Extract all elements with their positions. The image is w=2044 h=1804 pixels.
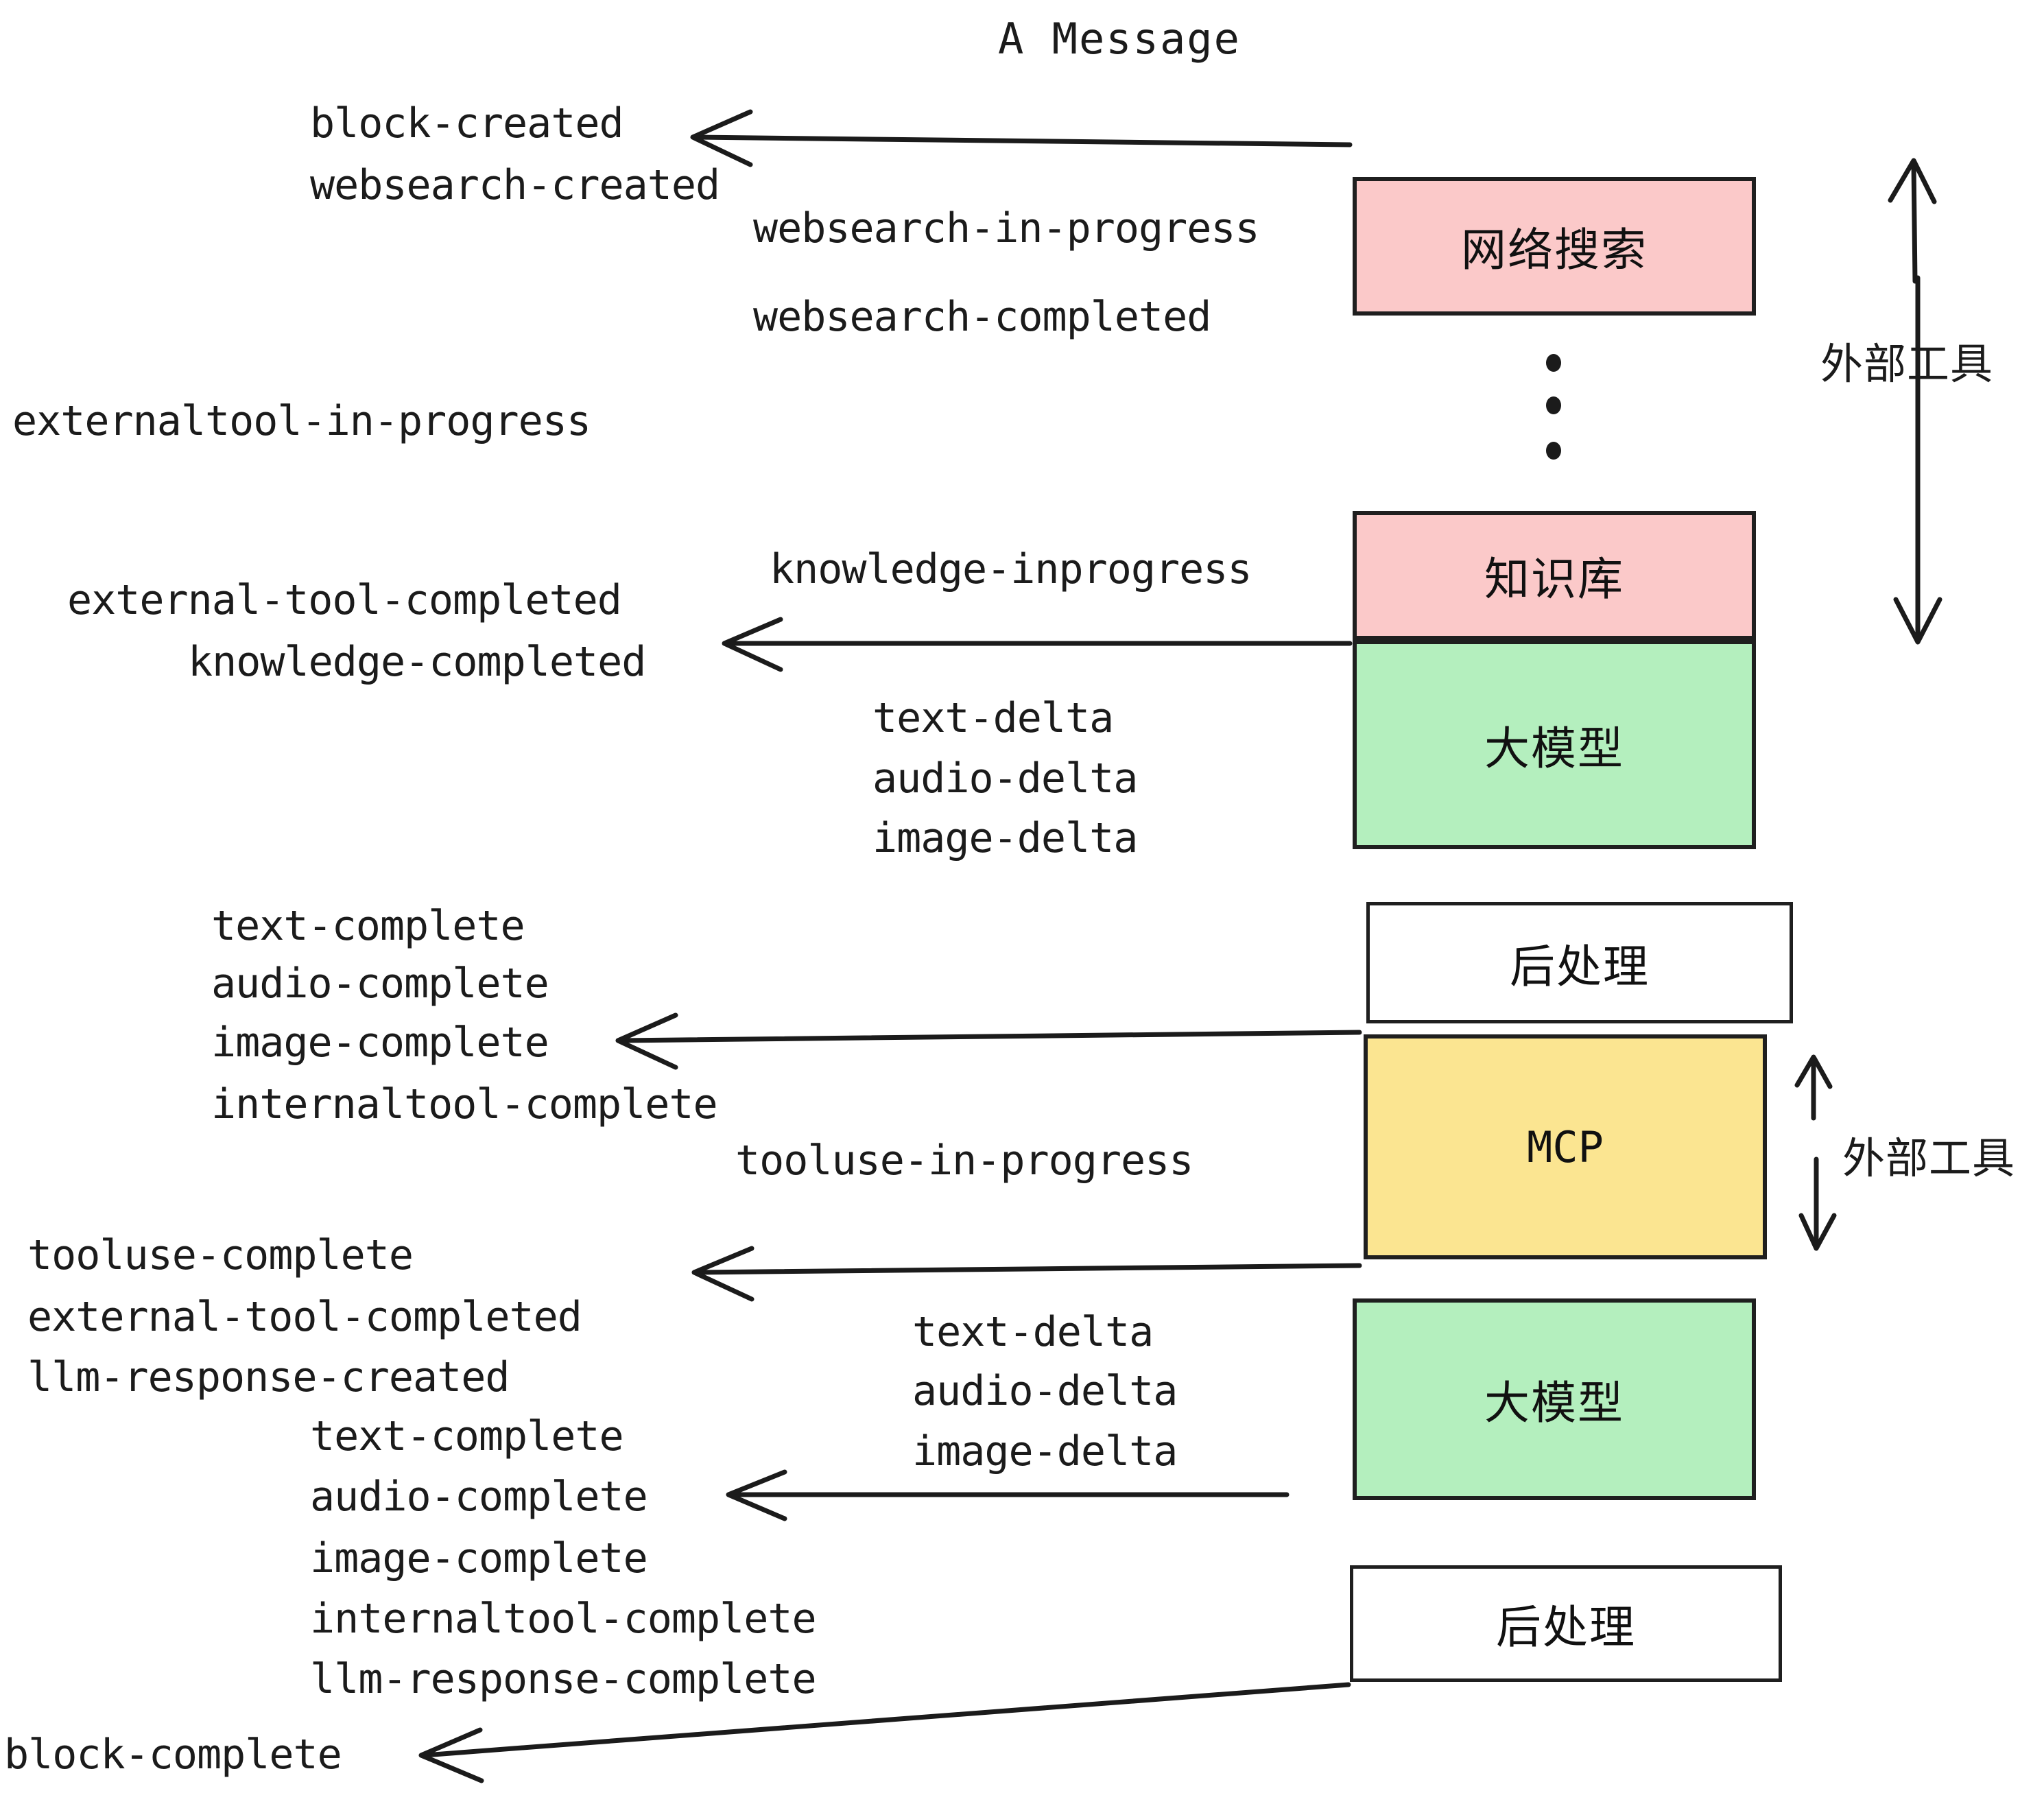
arrow-mcp-to-tooluse-complete — [691, 1246, 1362, 1302]
event-external-tool-completed-second: external-tool-completed — [27, 1293, 582, 1341]
node-knowledge-label: 知识库 — [1484, 553, 1624, 606]
event-text-delta-first: text-delta — [872, 694, 1114, 742]
arrow-external-tools-bottom-down — [1798, 1156, 1837, 1251]
event-llm-response-complete: llm-response-complete — [310, 1655, 817, 1703]
event-text-complete-second: text-complete — [310, 1412, 624, 1460]
event-audio-complete-first: audio-complete — [211, 960, 549, 1008]
event-audio-delta-second: audio-delta — [912, 1367, 1178, 1415]
arrow-llm2-to-audio-complete — [726, 1469, 1290, 1521]
group-label-external-tools-top: 外部工具 — [1820, 339, 1994, 389]
arrow-external-tools-top-up — [1888, 158, 1937, 284]
node-postprocess-second-label: 后处理 — [1496, 1601, 1636, 1654]
event-image-delta-first: image-delta — [872, 814, 1138, 862]
event-image-delta-second: image-delta — [912, 1427, 1178, 1475]
node-postprocess-first-label: 后处理 — [1510, 940, 1650, 993]
event-externaltool-in-progress: externaltool-in-progress — [12, 397, 591, 445]
node-llm-second-label: 大模型 — [1484, 1377, 1624, 1429]
node-websearch-label: 网络搜索 — [1461, 224, 1648, 276]
ellipsis-dot-1 — [1546, 354, 1561, 372]
arrow-mcp-to-image-complete — [615, 1012, 1362, 1070]
event-websearch-created: websearch-created — [310, 161, 720, 209]
event-websearch-completed: websearch-completed — [753, 293, 1211, 341]
event-tooluse-in-progress: tooluse-in-progress — [735, 1137, 1193, 1185]
group-label-external-tools-bottom: 外部工具 — [1842, 1133, 2016, 1183]
diagram-title: A Message — [998, 14, 1241, 64]
event-knowledge-inprogress: knowledge-inprogress — [770, 545, 1252, 593]
event-knowledge-completed: knowledge-completed — [188, 638, 646, 686]
event-internaltool-complete-first: internaltool-complete — [211, 1080, 718, 1128]
event-audio-delta-first: audio-delta — [872, 755, 1138, 803]
event-external-tool-completed-first: external-tool-completed — [67, 576, 622, 624]
arrow-knowledge-to-knowledge-completed — [722, 617, 1353, 672]
event-image-complete-first: image-complete — [211, 1019, 549, 1067]
node-llm-first[interactable]: 大模型 — [1353, 640, 1756, 849]
event-block-complete: block-complete — [4, 1731, 342, 1779]
event-llm-response-created: llm-response-created — [27, 1353, 510, 1401]
event-internaltool-complete-second: internaltool-complete — [310, 1595, 817, 1643]
node-postprocess-first[interactable]: 后处理 — [1366, 902, 1793, 1023]
event-text-delta-second: text-delta — [912, 1308, 1154, 1356]
ellipsis-dot-3 — [1546, 442, 1561, 460]
event-text-complete-first: text-complete — [211, 902, 525, 950]
node-websearch[interactable]: 网络搜索 — [1353, 177, 1756, 316]
ellipsis-dot-2 — [1546, 396, 1561, 414]
node-postprocess-second[interactable]: 后处理 — [1350, 1565, 1782, 1682]
event-block-created: block-created — [310, 99, 624, 147]
arrow-websearch-to-block-created — [690, 109, 1353, 167]
node-llm-second[interactable]: 大模型 — [1353, 1298, 1756, 1500]
event-websearch-in-progress: websearch-in-progress — [753, 204, 1260, 252]
node-mcp-label: MCP — [1527, 1121, 1604, 1172]
event-image-complete-second: image-complete — [310, 1534, 648, 1582]
arrow-external-tools-bottom-up — [1794, 1054, 1833, 1121]
node-knowledge[interactable]: 知识库 — [1353, 511, 1756, 640]
node-mcp[interactable]: MCP — [1364, 1034, 1767, 1259]
node-llm-first-label: 大模型 — [1484, 722, 1624, 775]
event-tooluse-complete: tooluse-complete — [27, 1231, 414, 1279]
event-audio-complete-second: audio-complete — [310, 1473, 648, 1521]
